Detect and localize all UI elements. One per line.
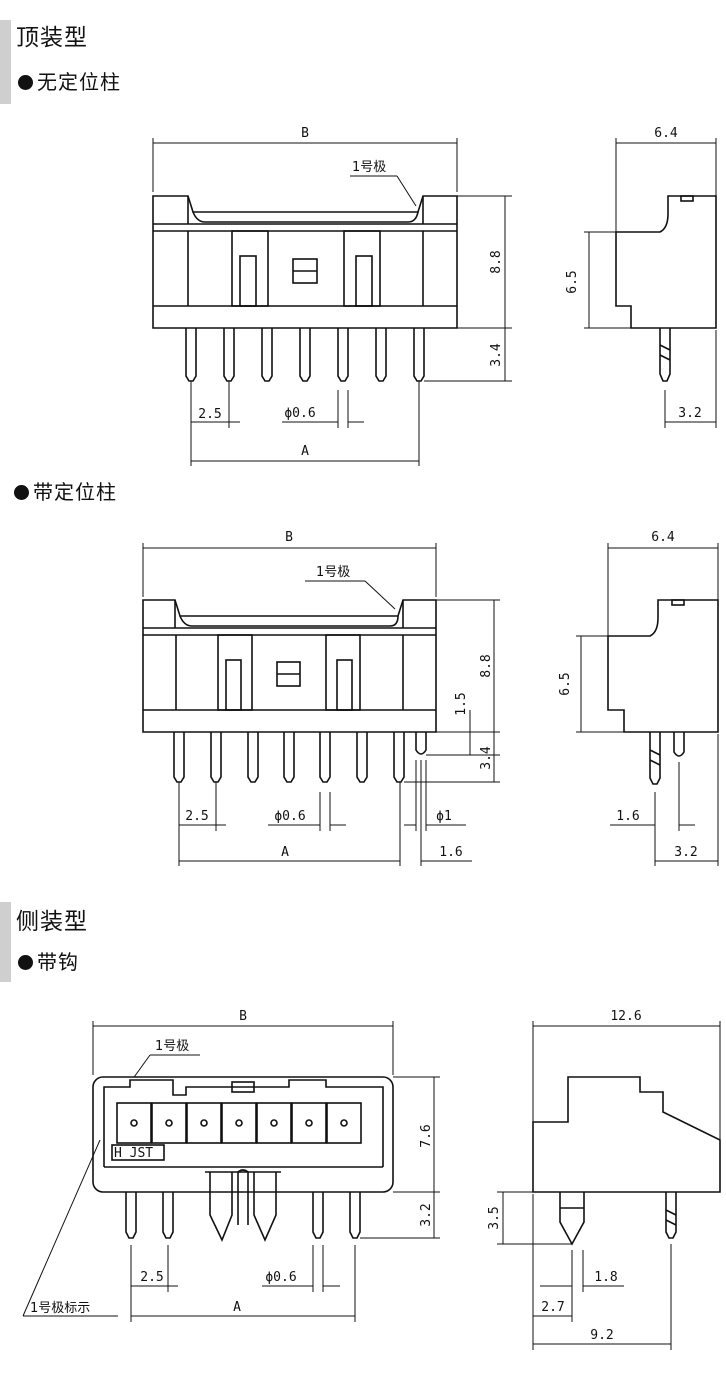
dim-length: 12.6	[610, 1009, 641, 1024]
dim-A: A	[301, 444, 309, 459]
dim-pin-dia: ϕ0.6	[265, 1270, 296, 1285]
dim-height: 6.5	[565, 270, 580, 293]
front-view-hook: B 1号极 H JST	[22, 1009, 440, 1322]
dim-pin-length: 3.4	[479, 746, 494, 770]
pin1-label: 1号极	[316, 565, 350, 580]
dim-pitch: 2.5	[198, 407, 221, 422]
dim-post-offset: 1.6	[616, 809, 639, 824]
pins-row	[125, 1192, 361, 1239]
dim-pin-dia: ϕ0.6	[274, 809, 305, 824]
dim-pitch: 2.5	[185, 809, 208, 824]
dim-depth: 9.2	[590, 1328, 613, 1343]
front-view-with-post: B 1号极 8.8	[142, 530, 500, 866]
dim-B: B	[285, 530, 293, 545]
contact-cavities	[116, 1102, 362, 1144]
bullet-icon	[18, 955, 33, 970]
subsection-title-hook: 带钩	[18, 946, 79, 975]
front-view-no-post: B 1号极 8.	[152, 126, 512, 466]
dim-post-height: 1.5	[454, 692, 469, 715]
locating-post	[415, 732, 427, 755]
section-title-side-mount: 侧装型	[16, 909, 88, 935]
subsection-title-no-post: 无定位柱	[18, 66, 121, 95]
dim-offset: 3.2	[678, 406, 701, 421]
dim-pin-dia: ϕ0.6	[284, 406, 315, 421]
section-title-top-mount: 顶装型	[16, 25, 88, 51]
side-view-no-post: 6.4 6.5 3.2	[565, 126, 717, 428]
section-bar-side-mount	[0, 902, 11, 982]
dim-height: 8.8	[479, 654, 494, 677]
dim-post-dia: ϕ1	[436, 809, 452, 824]
pin1-label: 1号极	[352, 160, 386, 175]
hook-latch	[205, 1169, 281, 1242]
dim-post-offset: 1.6	[439, 845, 462, 860]
dim-height: 3.5	[487, 1206, 502, 1229]
dim-pitch: 2.5	[140, 1270, 163, 1285]
brand-marking: H JST	[114, 1146, 153, 1161]
dim-pin-length: 3.4	[489, 343, 504, 367]
pin1-mark-label: 1号极标示	[30, 1301, 90, 1316]
dim-pin-length: 3.2	[419, 1203, 434, 1226]
bullet-icon	[18, 75, 33, 90]
side-view-hook: 12.6 3.5 1.8 2.7 9.2	[487, 1009, 721, 1350]
dim-B: B	[239, 1009, 247, 1024]
dim-B: B	[301, 126, 309, 141]
dim-A: A	[281, 845, 289, 860]
dim-pitch: 1.8	[594, 1270, 617, 1285]
dim-height: 8.8	[489, 250, 504, 273]
subsection-title-with-post: 带定位柱	[14, 476, 117, 505]
bullet-icon	[14, 485, 29, 500]
dim-depth: 6.4	[651, 530, 675, 545]
section-bar-top-mount	[0, 20, 11, 104]
side-view-with-post: 6.4 6.5 1.6 3.2	[558, 530, 719, 866]
pin1-label: 1号极	[155, 1039, 189, 1054]
dim-A: A	[233, 1300, 241, 1315]
dim-height: 7.6	[419, 1124, 434, 1147]
dim-height: 6.5	[558, 672, 573, 695]
dim-depth: 6.4	[654, 126, 678, 141]
dim-offset: 2.7	[541, 1300, 564, 1315]
dim-offset: 3.2	[674, 845, 697, 860]
pins-row	[185, 328, 425, 382]
pins-row	[173, 732, 405, 783]
